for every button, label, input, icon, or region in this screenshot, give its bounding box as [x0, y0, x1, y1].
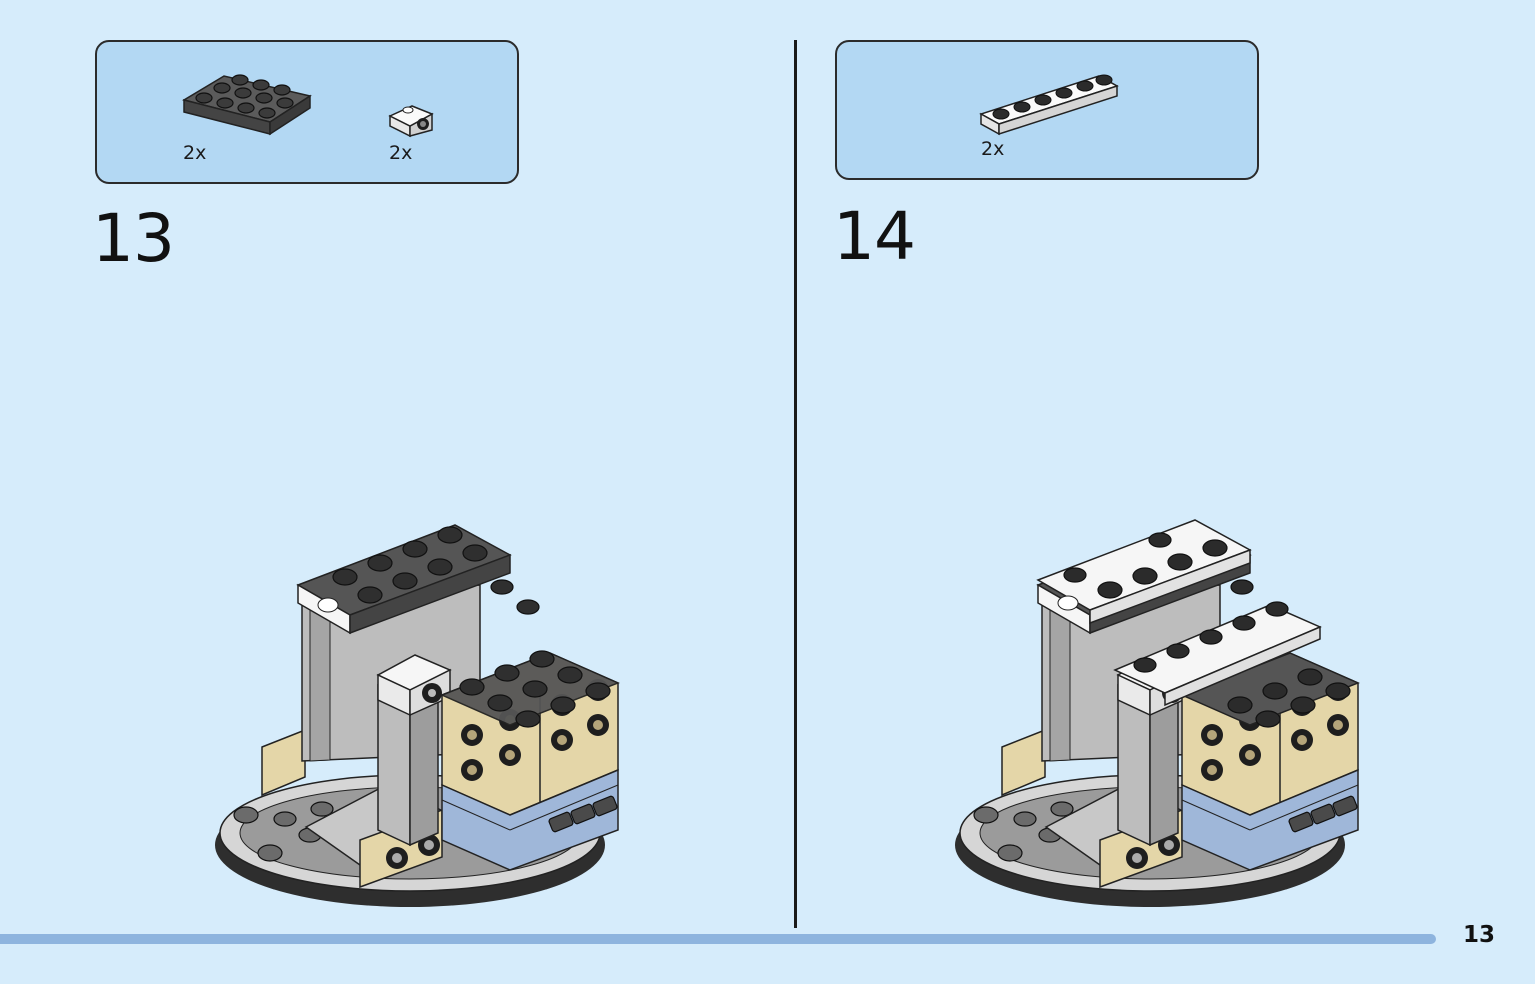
qty-label: 2x: [183, 142, 207, 164]
step-number: 13: [92, 200, 175, 277]
build-model-step-13: [215, 524, 620, 907]
dark-gray-plate-2x4-icon: [182, 74, 312, 136]
parts-callout-step-14: 2x: [835, 40, 1259, 180]
page-number: 13: [1462, 922, 1495, 948]
qty-label: 2x: [389, 142, 413, 164]
build-model-step-14: [955, 519, 1360, 907]
white-bracket-icon: [388, 105, 434, 138]
qty-label: 2x: [981, 138, 1005, 160]
step-number: 14: [833, 198, 916, 275]
page-divider: [794, 40, 797, 928]
progress-bar: [0, 934, 1436, 944]
white-plate-1x6-icon: [979, 74, 1119, 136]
parts-callout-step-13: 2x 2x: [95, 40, 519, 184]
